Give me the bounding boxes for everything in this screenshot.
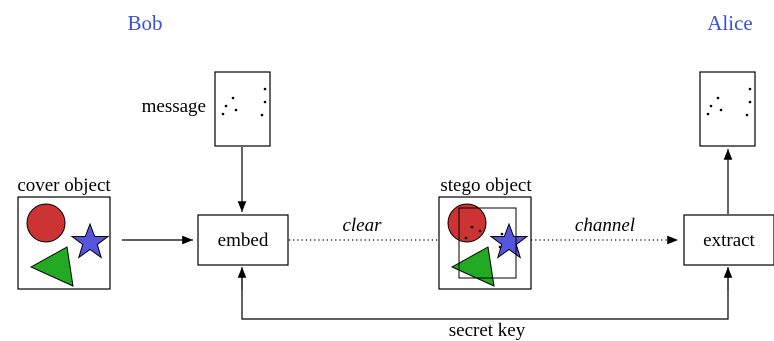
- embed-label: embed: [218, 230, 269, 251]
- clear-label: clear: [342, 215, 382, 236]
- embed-box: embed: [197, 214, 289, 266]
- receiver-label: Alice: [707, 11, 752, 35]
- stego-triangle-shape-icon: [450, 246, 495, 287]
- embedded-message-overlay: [458, 207, 517, 279]
- stego-star-shape-icon: [489, 222, 529, 259]
- stego-circle-shape-icon: [447, 203, 487, 243]
- extract-box: extract: [683, 214, 774, 266]
- stego-object: [438, 196, 532, 290]
- star-shape-icon: [70, 222, 110, 259]
- stego-object-label: stego object: [440, 175, 532, 196]
- cover-object-label: cover object: [17, 175, 111, 196]
- circle-shape-icon: [26, 203, 66, 243]
- message-label: message: [142, 96, 206, 117]
- secret-key-label: secret key: [449, 320, 526, 341]
- secret-key-path: [241, 268, 729, 320]
- extracted-message-document: [699, 71, 756, 147]
- triangle-shape-icon: [29, 246, 74, 287]
- channel-label: channel: [575, 215, 635, 236]
- cover-object: [17, 196, 111, 290]
- message-document: [214, 71, 271, 147]
- extract-label: extract: [703, 230, 755, 251]
- sender-label: Bob: [127, 11, 162, 35]
